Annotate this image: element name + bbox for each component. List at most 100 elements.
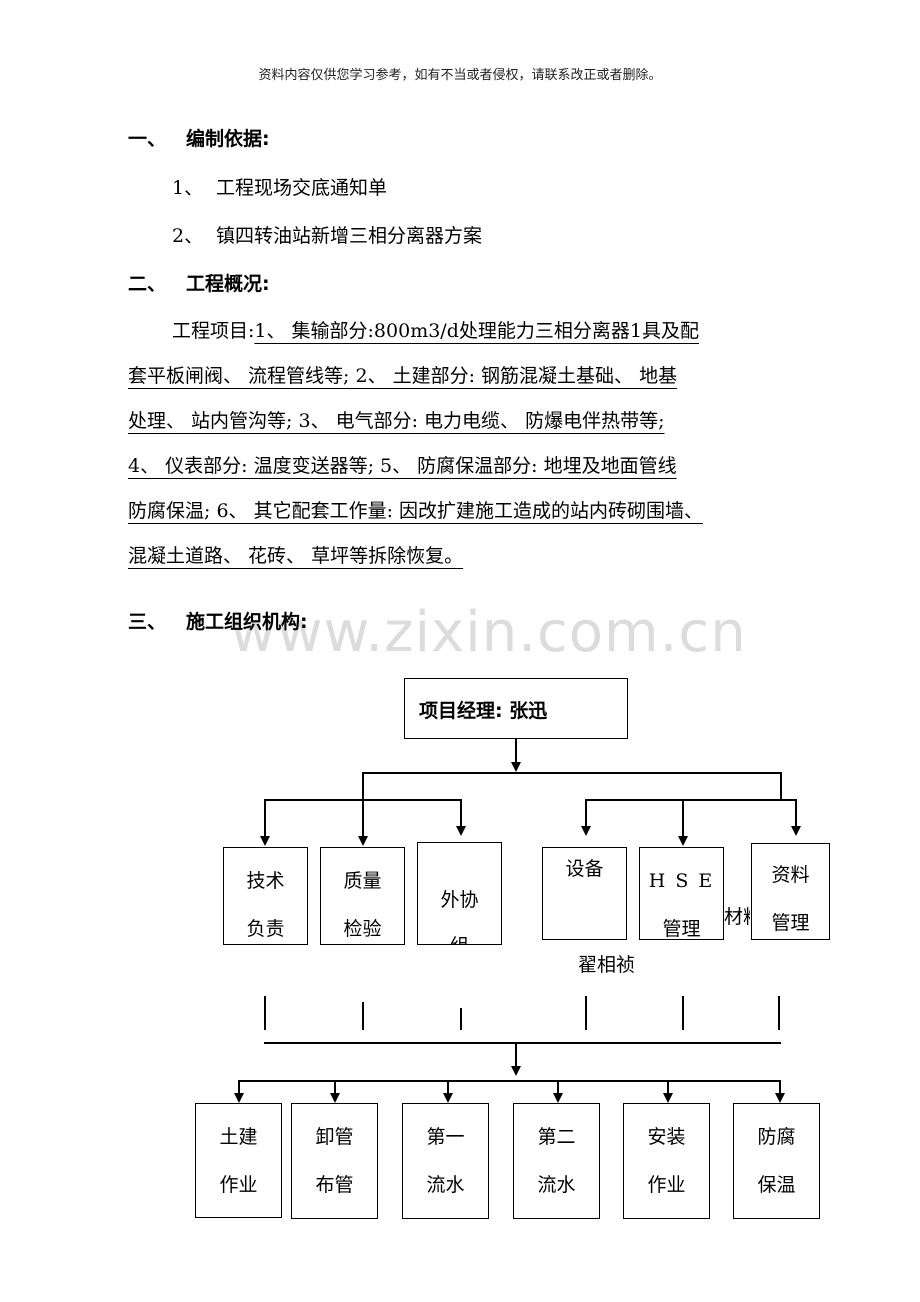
connector-line: [779, 1080, 781, 1094]
project-overview-paragraph: 工程项目:1、 集输部分:800m3/d处理能力三相分离器1具及配 套平板闸阀、…: [128, 309, 808, 579]
team-label: 第一: [426, 1126, 465, 1148]
dept-label: H S E: [648, 870, 715, 892]
dept-label: 管理: [662, 918, 701, 940]
team-label: 作业: [647, 1174, 686, 1196]
team-label: 流水: [537, 1174, 576, 1196]
basis-item-2-text: 镇四转油站新增三相分离器方案: [216, 225, 483, 247]
arrow-head: [553, 1093, 563, 1103]
dept-box-hse: H S E 管理: [639, 847, 724, 940]
dept-label: 资料: [771, 864, 810, 886]
stray-label-name: 翟相祯: [578, 954, 636, 976]
arrow-head: [358, 836, 368, 846]
arrow-head: [234, 1093, 244, 1103]
connector-line: [515, 1042, 517, 1066]
team-box-anticorrosion: 防腐 保温: [733, 1103, 820, 1219]
team-box-pipe: 卸管 布管: [291, 1103, 378, 1219]
overview-prefix: 工程项目:: [172, 320, 255, 342]
connector-line: [585, 799, 587, 827]
team-label: 土建: [219, 1126, 258, 1148]
team-box-install: 安装 作业: [623, 1103, 710, 1219]
dept-box-quality: 质量 检验: [320, 847, 405, 945]
section-3-title: 施工组织机构:: [186, 611, 308, 633]
connector-line: [362, 1002, 364, 1030]
arrow-head: [775, 1093, 785, 1103]
connector-line: [238, 1080, 240, 1094]
overview-line-3: 处理、 站内管沟等; 3、 电气部分: 电力电缆、 防爆电伴热带等;: [128, 410, 665, 432]
dept-label: 组: [418, 931, 501, 944]
section-1-heading: 一、编制依据:: [128, 124, 270, 151]
project-manager-box: 项目经理: 张迅: [404, 678, 628, 739]
team-label: 布管: [315, 1174, 354, 1196]
dept-box-external: 外协 组: [417, 842, 502, 945]
team-box-line-2: 第二 流水: [513, 1103, 600, 1219]
dept-box-documents: 资料 管理: [751, 843, 830, 940]
overview-line-5: 防腐保温; 6、 其它配套工作量: 因改扩建施工造成的站内砖砌围墙、: [128, 500, 704, 522]
project-manager-label: 项目经理: 张迅: [419, 700, 548, 722]
team-label: 防腐: [757, 1126, 796, 1148]
team-label: 安装: [647, 1126, 686, 1148]
section-3-number: 三、: [128, 611, 167, 633]
team-box-civil: 土建 作业: [195, 1103, 282, 1218]
team-label: 保温: [757, 1174, 796, 1196]
disclaimer-note: 资料内容仅供您学习参考，如有不当或者侵权，请联系改正或者删除。: [258, 68, 662, 83]
connector-line: [362, 799, 364, 837]
connector-line: [447, 1080, 449, 1094]
overview-line-6: 混凝土道路、 花砖、 草坪等拆除恢复。: [128, 545, 464, 567]
team-label: 流水: [426, 1174, 465, 1196]
overview-line-4: 4、 仪表部分: 温度变送器等; 5、 防腐保温部分: 地埋及地面管线: [128, 455, 677, 477]
connector-line: [460, 1008, 462, 1030]
basis-item-1-text: 工程现场交底通知单: [216, 177, 388, 199]
connector-line: [778, 996, 780, 1030]
arrow-head: [678, 836, 688, 846]
connector-line: [264, 996, 266, 1030]
connector-line: [238, 1080, 781, 1082]
connector-line: [515, 739, 517, 763]
dept-label: 设备: [565, 858, 604, 880]
arrow-head: [663, 1093, 673, 1103]
team-label: 卸管: [315, 1126, 354, 1148]
overview-text-1: 1、 集输部分:800m3/d处理能力三相分离器1具及配: [254, 320, 699, 342]
basis-item-1: 1、工程现场交底通知单: [172, 173, 387, 200]
connector-line: [362, 772, 364, 800]
section-2-title: 工程概况:: [186, 273, 270, 295]
arrow-head: [443, 1093, 453, 1103]
connector-line: [585, 799, 796, 801]
dept-box-equipment: 设备: [542, 847, 627, 940]
arrow-head: [511, 1066, 521, 1076]
connector-line: [264, 1042, 781, 1044]
team-box-line-1: 第一 流水: [402, 1103, 489, 1219]
basis-item-2: 2、镇四转油站新增三相分离器方案: [172, 221, 482, 248]
dept-label: 技术: [246, 870, 285, 892]
dept-label: 质量: [343, 870, 382, 892]
arrow-head: [456, 826, 466, 836]
basis-item-2-number: 2、: [172, 225, 204, 247]
section-1-title: 编制依据:: [186, 128, 270, 150]
arrow-head: [581, 826, 591, 836]
connector-line: [682, 996, 684, 1030]
connector-line: [460, 799, 462, 827]
team-label: 作业: [219, 1174, 258, 1196]
section-3-heading: 三、施工组织机构:: [128, 607, 308, 634]
section-2-number: 二、: [128, 273, 167, 295]
connector-line: [780, 772, 782, 800]
connector-line: [264, 799, 266, 837]
connector-line: [585, 996, 587, 1030]
overview-line-2: 套平板闸阀、 流程管线等; 2、 土建部分: 钢筋混凝土基础、 地基: [128, 365, 678, 387]
dept-label: 外协: [440, 889, 479, 911]
arrow-head: [791, 826, 801, 836]
basis-item-1-number: 1、: [172, 177, 204, 199]
dept-label: 检验: [343, 918, 382, 940]
arrow-head: [330, 1093, 340, 1103]
overview-line-1: 工程项目:1、 集输部分:800m3/d处理能力三相分离器1具及配: [128, 309, 808, 354]
stray-label-material: 材料: [724, 906, 750, 928]
arrow-head: [511, 762, 521, 772]
connector-line: [334, 1080, 336, 1094]
connector-line: [667, 1080, 669, 1094]
connector-line: [362, 772, 781, 774]
section-2-heading: 二、工程概况:: [128, 269, 270, 296]
section-1-number: 一、: [128, 128, 167, 150]
dept-box-technical: 技术 负责: [223, 847, 308, 945]
connector-line: [795, 799, 797, 827]
dept-label: 管理: [771, 912, 810, 934]
connector-line: [682, 799, 684, 837]
